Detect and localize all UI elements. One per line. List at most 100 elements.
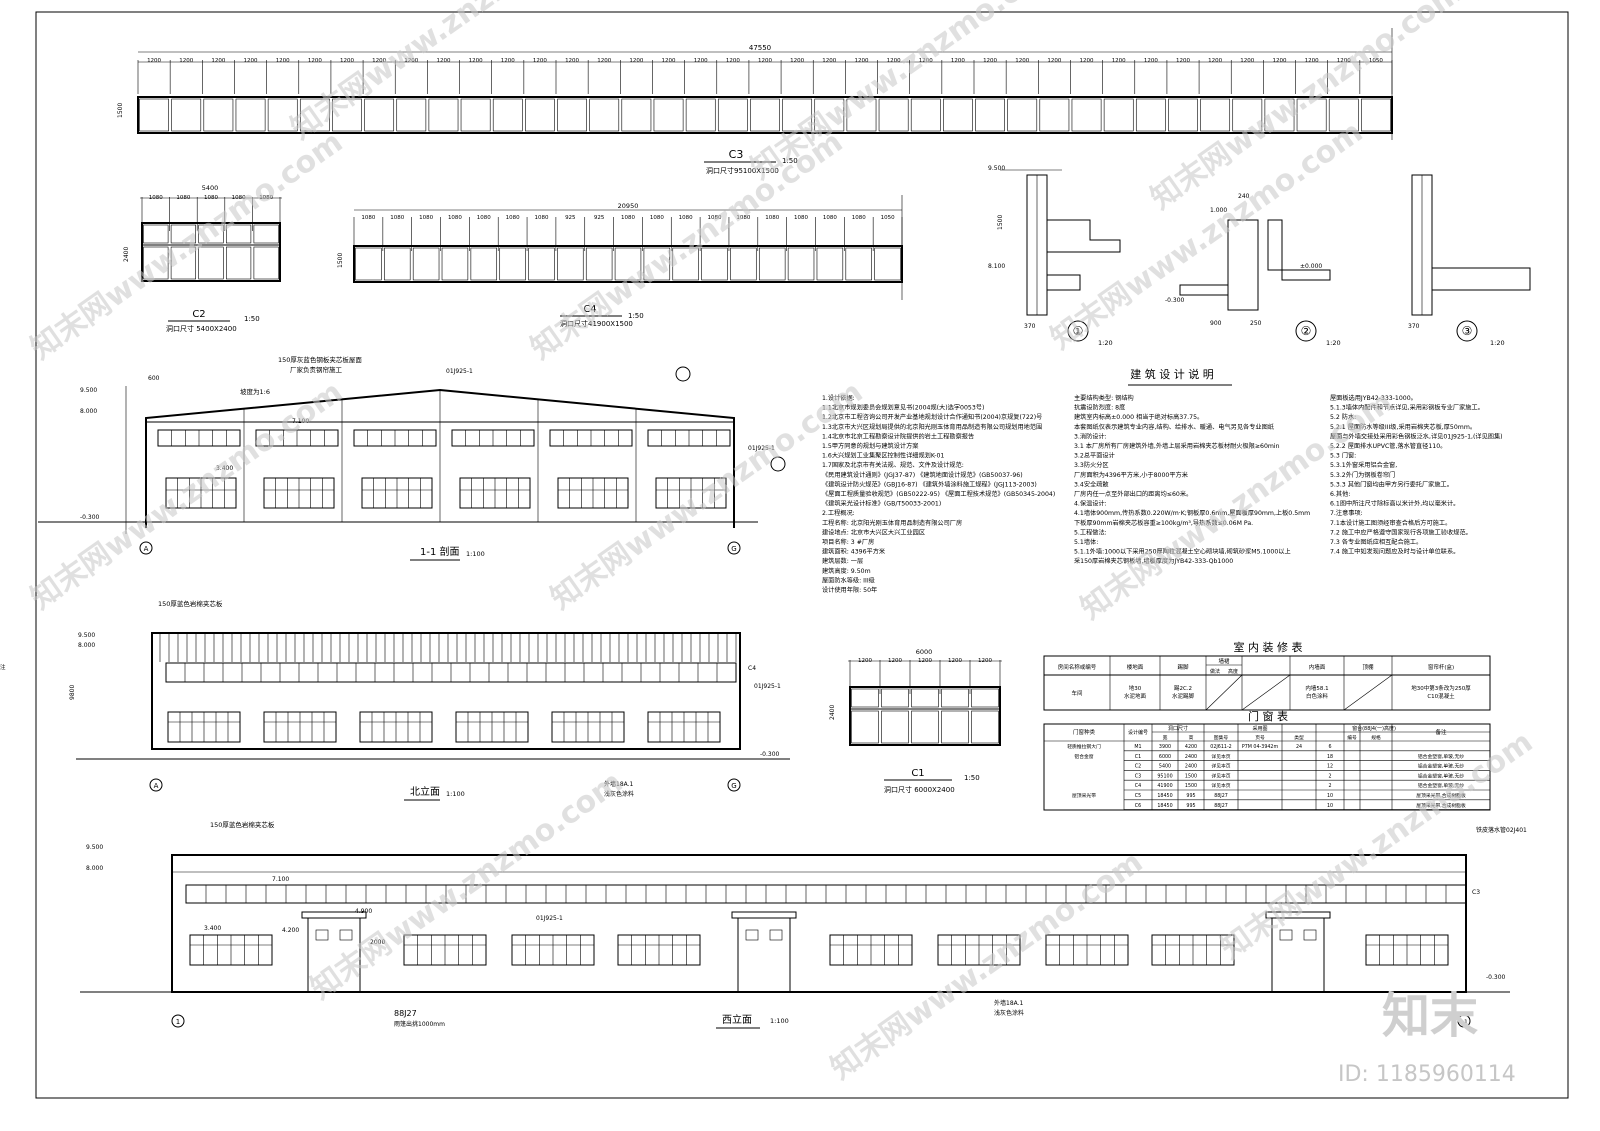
detail2-elev2: ±0.000: [1300, 263, 1322, 270]
watermark-logo: 知末: [1382, 988, 1478, 1044]
dw-cell: 铝合金塑窗,单玻,无纱: [1418, 753, 1464, 760]
dw-cell: 详见本页: [1211, 782, 1230, 789]
west-elevation: 150厚蓝色岩棉夹芯板 9.500 8.000 7.100 4.900 4.20…: [80, 820, 1527, 1029]
finish-header: 备注: [0, 663, 6, 671]
notes-col3-line: 5.3.3 其他门窗均由甲方另行委托厂家施工。: [1330, 480, 1453, 488]
c4-dim: 925: [565, 215, 576, 221]
notes-col2-line: 3.2总平面设计: [1074, 452, 1115, 460]
c1-total-dim: 6000: [916, 648, 933, 656]
dw-cell: 屋顶采光带,合成树脂板: [1416, 802, 1466, 809]
c3-dim: 1200: [919, 58, 933, 64]
west-elev-4200: 4.200: [282, 927, 299, 934]
c3-pane: [750, 98, 780, 132]
c4-pane: [557, 247, 584, 281]
c3-pane: [1264, 98, 1295, 132]
c4-dim: 1080: [679, 215, 693, 221]
dw-cell: 18450: [1157, 803, 1172, 809]
c3-dim: 1200: [276, 58, 290, 64]
c3-pane: [364, 98, 395, 132]
dw-cell: 10: [1327, 803, 1333, 809]
notes-col1-line: 《屋面工程质量验收规范》(GB50222-95) 《屋面工程技术规范》(GB50…: [822, 490, 1055, 498]
c4-pane: [412, 247, 440, 281]
notes-col1-line: 《民用建筑设计通则》(JGJ37-87) 《建筑地面设计规范》(GB50037-…: [822, 471, 1023, 479]
c3-dim: 1200: [147, 58, 161, 64]
detail2-elev3: -0.300: [1165, 297, 1185, 304]
section-elev-0300: -0.300: [80, 514, 100, 521]
notes-col1-line: 1.2北京市工程咨询公司开发产业基地规划设计合作通知书(2004)京规复(722…: [822, 413, 1042, 421]
c3-dim: 1200: [822, 58, 836, 64]
c4-dim: 1080: [621, 215, 635, 221]
dw-cell: M1: [1134, 744, 1141, 750]
west-canopy: [731, 911, 797, 919]
c3-total-dim: 47550: [749, 44, 771, 52]
notes-col1-line: 1.3北京市大兴区规划局提供的北京阳光刚玉体育用品制造有限公司规划用地范围: [822, 423, 1042, 431]
c4-pane: [758, 247, 786, 281]
c3-dim: 1200: [1337, 58, 1351, 64]
north-wall-label: 150厚蓝色岩棉夹芯板: [158, 599, 223, 608]
notes-col1-line: 工程名称: 北京阳光刚玉体育用品制造有限公司厂房: [822, 519, 962, 527]
dw-header: 设计编号: [1128, 729, 1148, 736]
c4-pane: [528, 247, 555, 281]
c4-pane: [672, 247, 699, 281]
dw-subheader: 图集号: [1214, 734, 1229, 741]
c1-pane: [971, 688, 999, 708]
c4-pane: [730, 247, 757, 281]
notes-col2-line: 抗震设防烈度: 8度: [1074, 404, 1125, 412]
finish-cell: 水泥踢脚: [1172, 692, 1195, 700]
notes-col1-line: 屋面防水等级: III级: [822, 576, 875, 584]
c3-dim: 1200: [340, 58, 354, 64]
section-elev-7100: 7.100: [292, 418, 309, 425]
dw-subheader: 页号: [1255, 735, 1265, 741]
c2-total-dim: 5400: [202, 184, 219, 192]
c3-dim: 1200: [308, 58, 322, 64]
c3-dim: 1200: [565, 58, 579, 64]
dw-cell: C4: [1135, 783, 1141, 789]
dw-cell: 轻质推拉钢大门: [1067, 743, 1101, 750]
c3-pane: [525, 98, 555, 132]
notes-col1-line: 建设地点: 北京市大兴区大兴工业园区: [822, 528, 925, 536]
detail1-scale: 1:20: [1098, 339, 1113, 347]
c1-dim: 1200: [918, 658, 932, 664]
notes-title: 建 筑 设 计 说 明: [1130, 367, 1213, 381]
c2-pane: [170, 224, 197, 244]
section-scale: 1:100: [466, 550, 485, 558]
c3-dim-row: 1200 1200 1200 1200 1200 1200 1200 1200 1200 1200…: [137, 58, 1393, 94]
detail1-num: ①: [1073, 324, 1084, 338]
dw-cell: C6: [1135, 803, 1141, 809]
notes-col3-line: 5.2.2 屋面排水UPVC管,落水管直径110。: [1330, 442, 1446, 450]
dw-cell: 5400: [1159, 764, 1171, 770]
west-dim-2000: 2000: [370, 939, 385, 946]
c4-dim: 1080: [823, 215, 837, 221]
section-top-dim: 600: [148, 375, 160, 382]
notes-col1-line: 1.7国家及北京市有关法规、规范、文件及设计规范:: [822, 461, 964, 469]
c3-dim: 1200: [790, 58, 804, 64]
notes-col1-line: 《建筑采光设计标准》(GB/T50033-2001): [822, 500, 941, 508]
c4-dim: 1080: [361, 215, 375, 221]
section-roof-label: 150厚灰蓝色钢板夹芯板屋面: [278, 355, 362, 364]
finish-sub: 做法: [1210, 668, 1220, 675]
detail2-elev1: 1.000: [1210, 207, 1227, 214]
c3-pane: [557, 98, 587, 132]
c2-pane: [198, 224, 224, 244]
notes-col2-line: 4.1墙体900mm,传热系数0.220W/m·K;钢板厚0.6mm,屋面板厚9…: [1074, 509, 1310, 517]
dw-cell: 详见本页: [1211, 763, 1230, 770]
c2-dim: 1080: [176, 195, 190, 201]
west-note: 外墙18A.1: [994, 999, 1024, 1007]
interior-finish-table: 室 内 装 修 表 房间名称或编号楼地面踢脚墙裙内墙面顶棚窗帘杆(盒)备注做法高…: [0, 640, 1491, 711]
c2-pane: [143, 224, 169, 244]
c3-pane: [653, 98, 684, 132]
notes-col2-line: 厂房内任一点至外部出口的距离均≤60米。: [1074, 490, 1192, 498]
c3-dim: 1200: [533, 58, 547, 64]
finish-header: 墙裙: [1218, 657, 1230, 665]
notes-col1-line: 1.1北京市规划委员会规划意见书(2004规(大)选字0053号): [822, 404, 984, 412]
west-elev-8000: 8.000: [86, 865, 103, 872]
c3-dim: 1200: [1144, 58, 1158, 64]
notes-col3-line: 7.注意事项:: [1330, 509, 1363, 517]
c3-dim: 1200: [404, 58, 418, 64]
c4-dim: 1080: [765, 215, 779, 221]
c3-dim: 1200: [211, 58, 225, 64]
notes-col3-line: 5.3.2外门为钢板卷帘门: [1330, 471, 1395, 479]
west-ref: 01J925-1: [536, 915, 563, 922]
c1-dim: 1200: [888, 658, 902, 664]
notes-col3-line: 5.2.1 屋面防水等级III级,采用岩棉夹芯板,厚50mm。: [1330, 423, 1476, 431]
